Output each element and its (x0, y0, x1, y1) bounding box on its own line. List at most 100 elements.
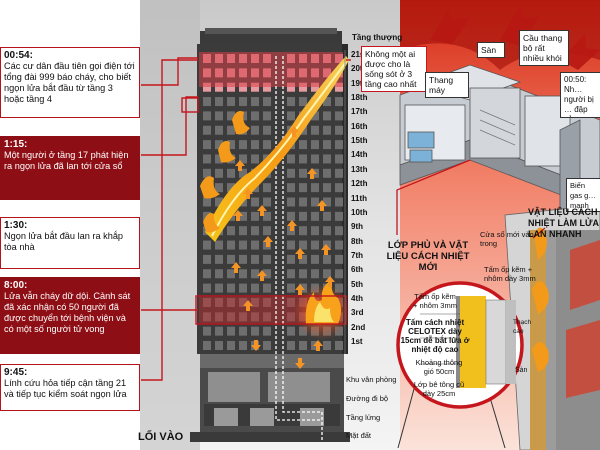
fire-spread-arrow (235, 160, 245, 171)
tower-window (311, 269, 319, 279)
level-label-walkway: Đường đi bộ (346, 394, 389, 403)
tower-window (215, 111, 223, 121)
floor-label: 1st (351, 337, 363, 346)
tower-window (263, 111, 271, 121)
tower-window (239, 297, 247, 307)
tower-window (299, 269, 307, 279)
tower-window (323, 254, 331, 264)
tower-window (335, 197, 343, 207)
fire-spread-arrow (243, 188, 253, 199)
fire-spread-arrow (317, 200, 327, 211)
tower-window (215, 312, 223, 322)
tower-window (287, 154, 295, 164)
tower-window (203, 341, 211, 350)
tower-window (263, 197, 271, 207)
tower-window (263, 283, 271, 293)
top-floors-red-band (199, 52, 343, 87)
tower-window (203, 269, 211, 279)
fire-spread-arrow (313, 340, 323, 351)
tower-window (215, 254, 223, 264)
tower-window (263, 183, 271, 193)
magnifier-circle (396, 281, 524, 449)
tower-window (335, 226, 343, 236)
tower-window (215, 168, 223, 178)
label-concrete: Lớp bê tông cũ dày 25cm (413, 380, 465, 398)
tower-window (323, 168, 331, 178)
tower-window (203, 254, 211, 264)
floor-label: 14th (351, 150, 368, 160)
fire-spread-arrow (321, 244, 331, 255)
event-text: Lửa vẫn cháy dữ dội. Cảnh sát đã xác nhậ… (4, 291, 131, 334)
floor-label: 3rd (351, 308, 364, 318)
tower-window (203, 297, 211, 307)
fire-streak (200, 56, 349, 242)
tower-window (287, 97, 295, 107)
tower-window (215, 297, 223, 307)
tower-window (287, 312, 295, 322)
smoke-left-strip (140, 0, 200, 450)
tower-top-cap (200, 31, 342, 45)
tower-window (215, 341, 223, 350)
floor-label: 15th (351, 136, 368, 146)
tower-window (239, 168, 247, 178)
tower-window (215, 283, 223, 293)
tower-windows (203, 54, 343, 350)
tower-window (287, 297, 295, 307)
floor-label: 17th (351, 107, 368, 117)
floor-label: 18th (351, 93, 368, 103)
tower-window (239, 341, 247, 350)
tower-window (287, 269, 295, 279)
tower-window (227, 140, 235, 150)
tower-window (323, 140, 331, 150)
tower-window (263, 326, 271, 336)
tower-window (323, 211, 331, 221)
tower-window (311, 125, 319, 135)
tower-window (287, 326, 295, 336)
fire-spread-arrow (295, 248, 305, 259)
tower-window (203, 82, 211, 92)
tower-window (299, 183, 307, 193)
tower-window (215, 326, 223, 336)
tower-window (251, 125, 259, 135)
level-label-ground: Mặt đất (346, 431, 372, 440)
fire-spread-arrow (307, 168, 317, 179)
event-text: Các cư dân đầu tiên gọi điện tới tổng đà… (4, 61, 135, 104)
tower-window (239, 82, 247, 92)
tower-window (203, 125, 211, 135)
tower-window (239, 269, 247, 279)
tower-window (263, 82, 271, 92)
tower-window (203, 97, 211, 107)
tower-window (227, 341, 235, 350)
tower-window (287, 197, 295, 207)
tower-window (335, 111, 343, 121)
tower-window (323, 183, 331, 193)
heading-new-cladding: LỚP PHỦ VÀ VẬT LIỆU CÁCH NHIỆT MỚI (386, 240, 470, 273)
event-time: 1:30: (4, 220, 28, 231)
tower-window (263, 341, 271, 350)
tower-window (335, 341, 343, 350)
tower-window (215, 140, 223, 150)
tower-window (251, 269, 259, 279)
tower-window (287, 254, 295, 264)
tower-window (299, 197, 307, 207)
tower-window (251, 140, 259, 150)
label-san: Sàn (515, 367, 528, 374)
floor-label: 5th (351, 279, 363, 289)
floor-label: 20th (351, 64, 368, 74)
tower-window (227, 312, 235, 322)
tower-window (215, 82, 223, 92)
tower-window (239, 97, 247, 107)
event-text: Một người ở tầng 17 phát hiện ra ngọn lử… (4, 150, 129, 171)
fire-spread-arrow (233, 210, 243, 221)
tower-window (299, 211, 307, 221)
fire-spread-arrow (257, 270, 267, 281)
tower-window (251, 297, 259, 307)
tower-window (239, 211, 247, 221)
timeline-event-0115: 1:15: Một người ở tầng 17 phát hiện ra n… (0, 136, 140, 200)
origin-fire (294, 280, 350, 340)
stair-shaft (275, 56, 323, 440)
tower-window (227, 297, 235, 307)
tower-window (251, 312, 259, 322)
tower-window (239, 226, 247, 236)
